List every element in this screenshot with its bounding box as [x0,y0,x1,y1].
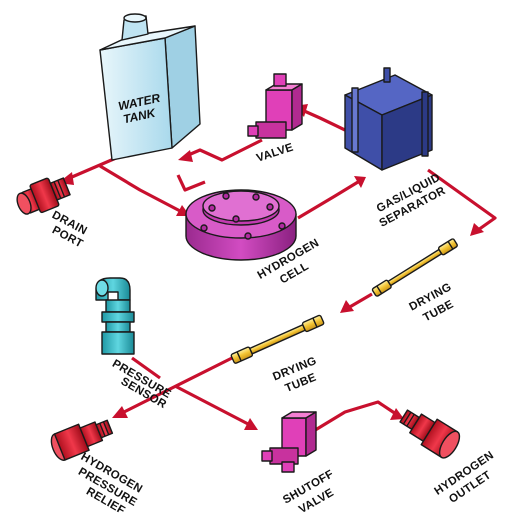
arrow-to-dryer-lower [340,300,354,313]
drain-port: DRAIN PORT [16,177,89,250]
drying-tube-upper: DRYING TUBE [371,238,458,324]
hydrogen-cell: HYDROGEN CELL [185,189,321,286]
arrow-to-tank [178,150,193,162]
drying-tube-lower: DRYING TUBE [230,314,325,395]
water-tank-label-2: TANK [122,106,158,127]
pipe-dryer-to-dryer [347,292,373,310]
valve: VALVE [247,73,303,165]
pressure-sensor: PRESSURE SENSOR [95,277,173,411]
arrow-to-shutoff [244,418,258,430]
pipe-separator-to-dryer [427,168,497,232]
arrow-to-dryer-upper [470,223,484,236]
water-tank: WATER TANK [99,13,201,161]
arrow-to-separator [354,176,366,188]
arrow-to-outlet [390,408,404,420]
arrow-to-relief [112,406,128,418]
pipes [58,104,497,434]
pipe-shutoff-to-outlet [311,400,397,434]
pipe-tank-to-cell [99,164,183,214]
hydrogen-pressure-relief: HYDROGEN PRESSURE RELIEF [50,419,144,517]
pipe-dryer-to-relief [119,356,233,416]
pipe-separator-to-valve [301,108,346,132]
shutoff-valve: SHUTOFF VALVE [261,411,336,516]
pipe-branch-to-shutoff [174,384,251,427]
valve-label: VALVE [255,142,295,165]
gas-liquid-separator: GAS/LIQUID SEPARATOR [344,67,448,230]
pipe-valve-to-tank [185,138,263,162]
pipe-tank-loop [176,174,206,192]
pipe-cell-to-separator [297,180,359,220]
pipe-sensor-tie [131,356,161,380]
hydrogen-outlet: HYDROGEN OUTLET [399,409,496,506]
